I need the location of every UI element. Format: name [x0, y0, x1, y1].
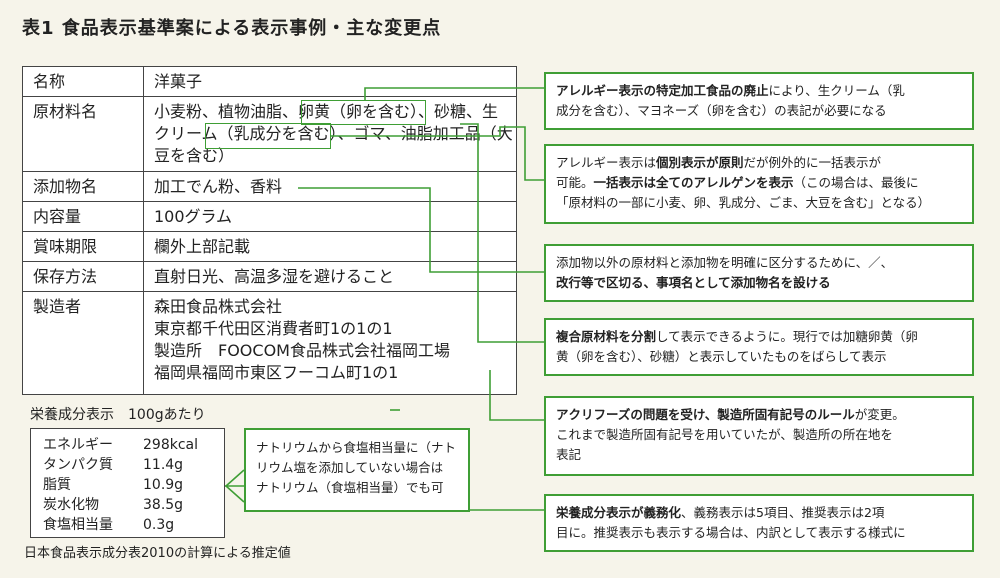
callout-compound-ingredients: 複合原材料を分割して表示できるように。現行では加糖卵黄（卵 黄（卵を含む）、砂糖…: [544, 318, 974, 376]
row-value: 直射日光、高温多湿を避けること: [154, 267, 395, 286]
callout-nutrition-mandatory: 栄養成分表示が義務化、義務表示は5項目、推奨表示は2項 目に。推奨表示も表示する…: [544, 494, 974, 552]
nutrition-title: 栄養成分表示 100gあたり: [30, 407, 206, 423]
callout-allergy-abolition: アレルギー表示の特定加工食品の廃止により、生クリーム（乳 成分を含む）、マヨネー…: [544, 72, 974, 130]
label-row-additives: 添加物名 加工でん粉、香料: [23, 172, 516, 202]
label-row-manufacturer: 製造者 森田食品株式会社 東京都千代田区消費者町1の1の1 製造所 FOOCOM…: [23, 292, 516, 394]
row-value: 洋菓子: [154, 72, 203, 91]
row-key: 製造者: [33, 297, 82, 316]
row-value: 100グラム: [154, 207, 233, 226]
sodium-pointer: [224, 469, 245, 503]
row-key: 原材料名: [33, 102, 98, 121]
highlight-milk: [205, 123, 331, 149]
label-row-best-before: 賞味期限 欄外上部記載: [23, 232, 516, 262]
row-key: 賞味期限: [33, 237, 98, 256]
row-key: 名称: [33, 72, 66, 91]
row-value: 欄外上部記載: [154, 237, 251, 256]
callout-allergy-individual: アレルギー表示は個別表示が原則だが例外的に一括表示が 可能。一括表示は全てのアレ…: [544, 144, 974, 224]
label-row-name: 名称 洋菓子: [23, 67, 516, 97]
row-key: 保存方法: [33, 267, 98, 286]
column-divider: [143, 67, 144, 394]
callout-manufacturer-code: アクリフーズの問題を受け、製造所固有記号のルールが変更。 これまで製造所固有記号…: [544, 396, 974, 476]
nutrition-footnote: 日本食品表示成分表2010の計算による推定値: [24, 546, 291, 561]
row-key: 内容量: [33, 207, 82, 226]
row-value: 加工でん粉、香料: [154, 177, 283, 196]
highlight-egg-yolk: [301, 100, 426, 125]
label-row-content: 内容量 100グラム: [23, 202, 516, 232]
manufacturer-value: 森田食品株式会社 東京都千代田区消費者町1の1の1 製造所 FOOCOM食品株式…: [154, 297, 450, 382]
food-label-table: 名称 洋菓子 原材料名 小麦粉、植物油脂、卵黄（卵を含む）、砂糖、生 クリーム（…: [22, 66, 517, 395]
label-row-storage: 保存方法 直射日光、高温多湿を避けること: [23, 262, 516, 292]
callout-additives: 添加物以外の原材料と添加物を明確に区分するために、／、 改行等で区切る、事項名と…: [544, 244, 974, 302]
page-title: 表1 食品表示基準案による表示事例・主な変更点: [22, 18, 442, 39]
callout-sodium: ナトリウムから食塩相当量に（ナト リウム塩を添加していない場合は ナトリウム（食…: [244, 428, 470, 512]
row-key: 添加物名: [33, 177, 98, 196]
